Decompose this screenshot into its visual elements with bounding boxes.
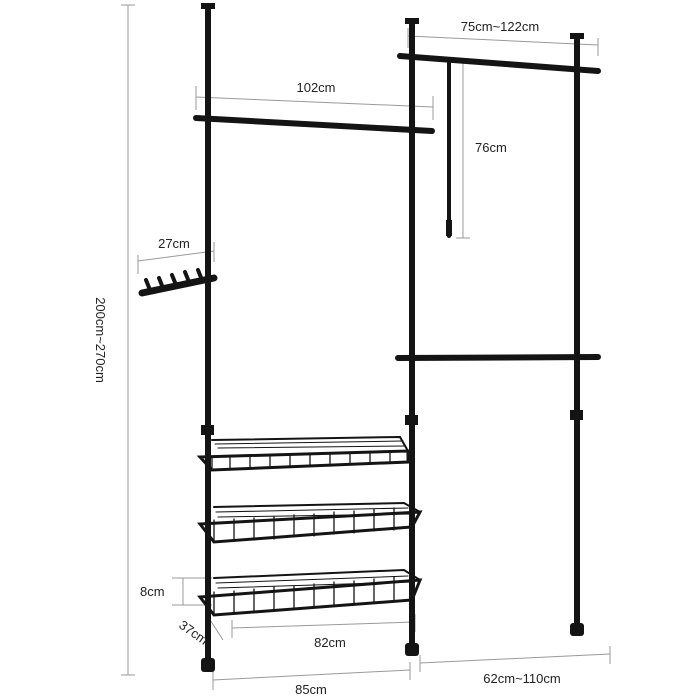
label-bottom-left-width: 85cm [295,682,327,697]
label-basket-height: 8cm [140,584,165,599]
label-hanging-rod-length: 76cm [475,140,507,155]
label-top-right-width: 75cm~122cm [461,19,539,34]
label-basket-width: 82cm [314,635,346,650]
left-pole-foot [201,658,215,672]
label-left-rail-width: 102cm [296,80,335,95]
lower-right-rail [395,354,601,361]
right-pole-top-cap [570,33,584,39]
middle-pole-foot [405,643,419,656]
dimension-lines [121,4,611,690]
middle-pole-top-cap [405,18,419,24]
label-hook-rail-width: 27cm [158,236,190,251]
basket-top [196,435,410,472]
left-pole-top-cap [201,3,215,9]
hook-rail [138,268,218,297]
pole-clamps [201,410,583,435]
basket-bottom [197,568,423,617]
rack-frame [138,3,601,672]
left-hanging-rail [193,115,435,134]
right-pole-foot [570,623,584,636]
basket-middle [197,501,423,544]
label-bottom-right-width: 62cm~110cm [483,671,560,686]
top-right-rail [397,53,601,74]
label-total-height: 200cm~270cm [93,297,108,383]
